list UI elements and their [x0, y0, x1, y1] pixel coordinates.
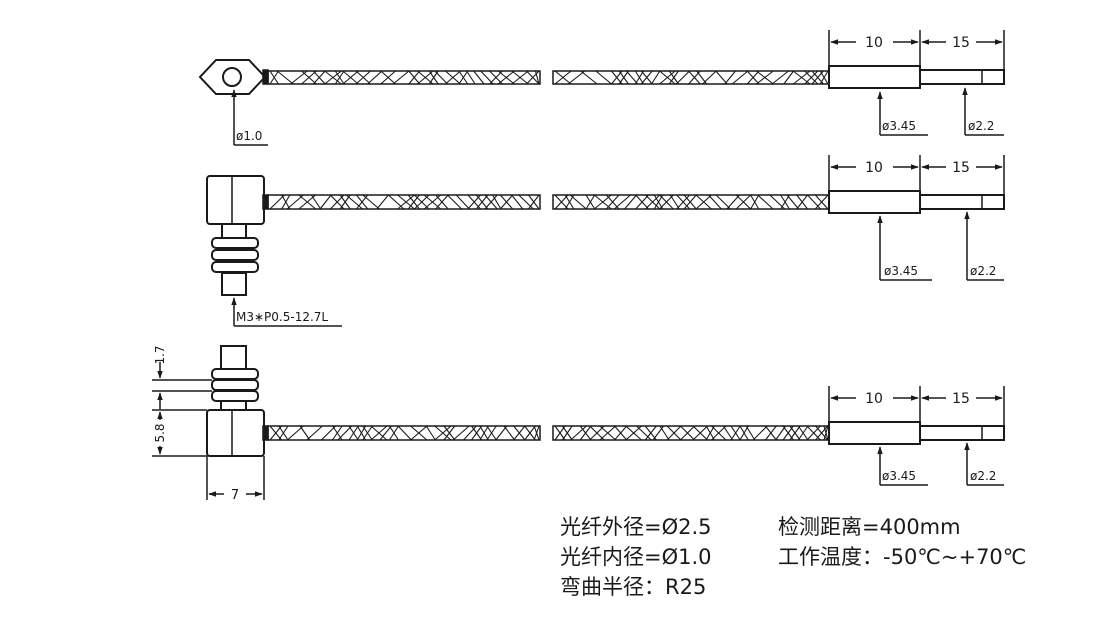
spec-list-left: 光纤外径=Ø2.5 光纤内径=Ø1.0 弯曲半径：R25 — [560, 512, 712, 602]
tip-length-2-label-row3: 15 — [952, 391, 970, 407]
fiber-inner-dia-label: ø1.0 — [236, 129, 262, 143]
dimension-row1 — [231, 30, 1005, 146]
sleeve-dia-label-row1: ø3.45 — [882, 119, 916, 133]
spec-outer-diameter: 光纤外径=Ø2.5 — [560, 515, 712, 539]
tip-dia-label-row3: ø2.2 — [970, 469, 996, 483]
tip-length-1-label-row3: 10 — [865, 391, 883, 407]
spec-bend-radius: 弯曲半径：R25 — [560, 575, 707, 599]
spec-operating-temperature: 工作温度：-50℃~+70℃ — [778, 545, 1027, 569]
cable-left-row2 — [267, 194, 541, 210]
spec-list-right: 检测距离=400mm 工作温度：-50℃~+70℃ — [778, 512, 1026, 572]
dimension-row2 — [231, 155, 1005, 327]
nut-thickness-label: 1.7 — [153, 345, 167, 364]
tip-dia-label-row1: ø2.2 — [968, 119, 994, 133]
tip-length-2-label-row1: 15 — [952, 35, 970, 51]
cable-right-row2 — [552, 194, 830, 210]
body-width-label: 7 — [231, 488, 239, 503]
sensor-hex-head — [198, 59, 269, 95]
tip-length-2-label-row2: 15 — [952, 160, 970, 176]
cable-right-row1 — [552, 70, 830, 85]
sleeve-dia-label-row3: ø3.45 — [882, 469, 916, 483]
dimension-row3-left — [152, 362, 265, 500]
spec-detection-distance: 检测距离=400mm — [778, 515, 961, 539]
body-height-label: 5.8 — [153, 423, 167, 442]
tip-length-1-label-row1: 10 — [865, 35, 883, 51]
sleeve-dia-label-row2: ø3.45 — [884, 264, 918, 278]
cable-right-row3 — [552, 425, 830, 441]
cable-left-row1 — [267, 70, 541, 85]
thread-spec-label: M3∗P0.5-12.7L — [236, 310, 328, 324]
probe-tip-row1 — [828, 65, 1005, 89]
probe-tip-row2 — [828, 190, 1005, 214]
cable-left-row3 — [267, 425, 541, 441]
probe-tip-row3 — [828, 421, 1005, 445]
dimension-row3 — [828, 386, 1005, 486]
sensor-right-angle-head — [206, 175, 269, 296]
tip-length-1-label-row2: 10 — [865, 160, 883, 176]
tip-dia-label-row2: ø2.2 — [970, 264, 996, 278]
sensor-vertical-head — [206, 345, 269, 457]
spec-inner-diameter: 光纤内径=Ø1.0 — [560, 545, 712, 569]
